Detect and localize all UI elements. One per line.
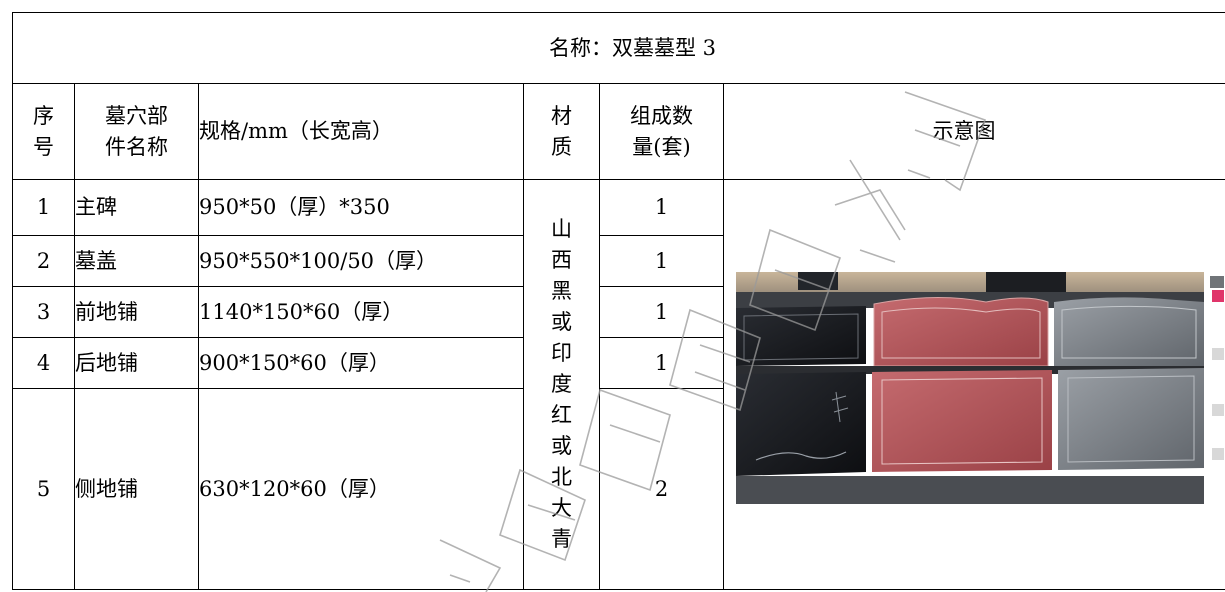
row-quantity: 1: [599, 179, 724, 236]
row-part-name: 前地铺: [74, 286, 199, 338]
row-spec: 1140*150*60（厚）: [198, 286, 524, 338]
black-grave-cover: [736, 372, 866, 476]
ground-base: [736, 476, 1204, 504]
row-part-name: 侧地铺: [74, 388, 199, 590]
row-part-name: 主碑: [74, 179, 199, 236]
grey-grave-cover: [1058, 368, 1204, 470]
diagram-cell: [722, 179, 1225, 590]
row-index: 4: [12, 337, 75, 389]
red-grave-cover: [872, 370, 1052, 472]
header-part-name: 墓穴部件名称: [74, 83, 199, 180]
double-grave-image: [736, 272, 1224, 504]
header-index: 序号: [12, 83, 75, 180]
header-row: 序号 墓穴部件名称 规格/mm（长宽高） 材质 组成数量(套) 示意图: [12, 83, 1225, 180]
row-quantity: 2: [599, 388, 724, 590]
row-part-name: 墓盖: [74, 235, 199, 287]
row-spec: 900*150*60（厚）: [198, 337, 524, 389]
row-index: 1: [12, 179, 75, 236]
material-cell: 山 西 黑 或 印 度 红 或 北 大 青: [523, 179, 600, 590]
table-row: 2 墓盖 950*550*100/50（厚） 1: [12, 235, 1225, 287]
table-title: 名称：双墓墓型 3: [11, 12, 1225, 84]
grey-headstone: [1054, 297, 1204, 366]
header-diagram: 示意图: [722, 83, 1225, 180]
grave-photo: [736, 272, 1224, 504]
spec-table: 名称：双墓墓型 3 序号 墓穴部件名称 规格/mm（长宽高） 材质 组成数量(套…: [11, 12, 1225, 590]
row-part-name: 后地铺: [74, 337, 199, 389]
table-row: 1 主碑 950*50（厚）*350 山 西 黑 或 印 度 红 或 北 大 青…: [12, 179, 1225, 590]
row-spec: 630*120*60（厚）: [198, 388, 524, 590]
row-quantity: 1: [599, 337, 724, 389]
header-quantity: 组成数量(套): [599, 83, 724, 180]
row-spec: 950*550*100/50（厚）: [198, 235, 524, 287]
red-headstone: [873, 296, 1049, 367]
row-quantity: 1: [599, 286, 724, 338]
row-spec: 950*50（厚）*350: [198, 179, 524, 236]
header-material: 材质: [523, 83, 600, 180]
row-quantity: 1: [599, 235, 724, 287]
header-spec: 规格/mm（长宽高）: [198, 83, 524, 180]
title-row: 名称：双墓墓型 3: [11, 12, 1225, 84]
row-index: 5: [12, 388, 75, 590]
row-index: 2: [12, 235, 75, 287]
row-index: 3: [12, 286, 75, 338]
